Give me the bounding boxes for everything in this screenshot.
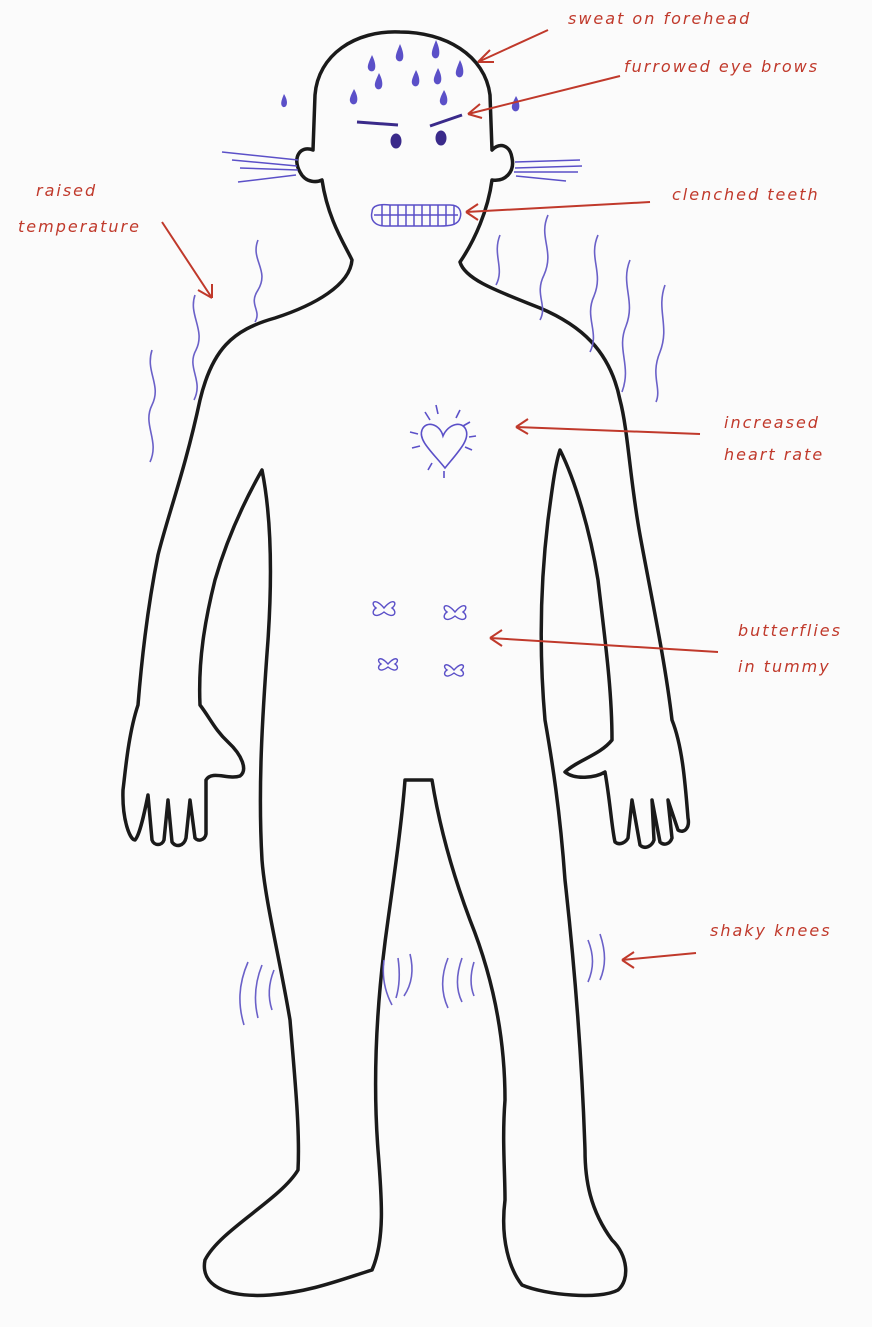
- butterflies: [373, 602, 466, 676]
- sweat-drop-icon: [456, 60, 464, 77]
- right-eyebrow: [430, 115, 462, 126]
- label-butterflies-line2: in tummy: [738, 657, 831, 676]
- sweat-drop-icon: [432, 40, 440, 58]
- sweat-drop-icon: [440, 90, 448, 105]
- face: [357, 115, 462, 226]
- label-heart-line1: increased: [724, 413, 820, 432]
- right-eye: [436, 131, 446, 145]
- arrow-temperature: [162, 222, 212, 298]
- label-knees: shaky knees: [710, 921, 832, 940]
- shaky-knee-lines: [240, 934, 605, 1025]
- label-sweat: sweat on forehead: [568, 9, 751, 28]
- arrow-knees: [622, 953, 696, 960]
- arrow-teeth: [466, 202, 650, 212]
- sweat-drop-icon: [368, 55, 376, 71]
- label-butterflies-line1: butterflies: [738, 621, 842, 640]
- sweat-drop-icon: [375, 73, 383, 89]
- label-temperature-line2: temperature: [18, 217, 141, 236]
- sweat-drop-icon: [434, 68, 442, 84]
- butterfly-icon: [373, 602, 395, 616]
- sweat-drop-icon: [412, 70, 420, 86]
- left-eyebrow: [357, 122, 398, 125]
- label-eyebrows: furrowed eye brows: [624, 57, 819, 76]
- label-heart-line2: heart rate: [724, 445, 824, 464]
- butterfly-icon: [379, 659, 398, 670]
- butterfly-icon: [445, 665, 464, 676]
- arrow-heart: [516, 427, 700, 434]
- heart-icon: [410, 405, 476, 478]
- sweat-drop-icon: [281, 94, 287, 107]
- label-temperature-line1: raised: [36, 181, 97, 200]
- sweat-drop-icon: [350, 89, 358, 104]
- arrow-sweat: [478, 30, 548, 62]
- label-teeth: clenched teeth: [672, 185, 820, 204]
- left-eye: [391, 134, 401, 148]
- sweat-drop-icon: [396, 44, 404, 61]
- butterfly-icon: [444, 606, 466, 620]
- clenched-teeth: [372, 205, 461, 226]
- ear-steam-lines: [222, 152, 582, 182]
